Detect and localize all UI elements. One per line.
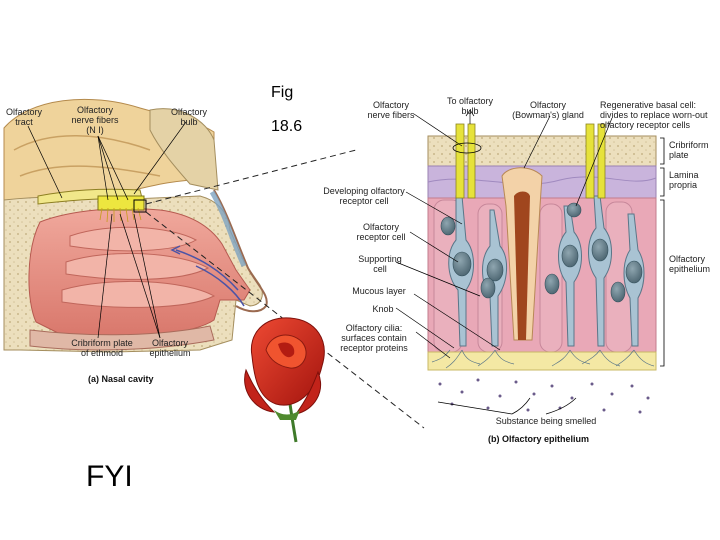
label-olfactory-bulb: Olfactory bulb bbox=[170, 107, 207, 127]
label-bowmans-gland: Olfactory (Bowman's) gland bbox=[512, 100, 584, 120]
label-mucous-layer: Mucous layer bbox=[352, 286, 406, 296]
label-lamina-propria: Lamina propria bbox=[669, 170, 699, 190]
label-cribriform-plate: Cribriform plate bbox=[669, 140, 709, 160]
label-olfactory-nerve-fibers-b: Olfactory nerve fibers bbox=[367, 100, 415, 120]
fyi-label: FYI bbox=[86, 460, 133, 493]
caption-olfactory-epithelium: (b) Olfactory epithelium bbox=[488, 434, 590, 444]
figure-number: 18.6 bbox=[271, 118, 303, 135]
zoom-connector-lines bbox=[145, 149, 425, 429]
label-supporting-cell: Supporting cell bbox=[358, 254, 402, 274]
label-substance-smelled: Substance being smelled bbox=[495, 416, 597, 426]
label-regenerative-basal-cell: Regenerative basal cell: divides to repl… bbox=[600, 100, 708, 130]
caption-nasal-cavity: (a) Nasal cavity bbox=[88, 374, 154, 384]
figure-label: Fig bbox=[271, 84, 294, 101]
label-developing-receptor-cell: Developing olfactory receptor cell bbox=[323, 186, 405, 206]
label-olfactory-epithelium-b: Olfactory epithelium bbox=[669, 254, 711, 274]
label-olfactory-tract: Olfactory tract bbox=[5, 107, 42, 127]
label-to-olfactory-bulb: To olfactory bulb bbox=[446, 96, 494, 116]
label-cribriform-plate-ethmoid: Cribriform plate of ethmoid bbox=[71, 338, 133, 358]
label-olfactory-cilia: Olfactory cilia: surfaces contain recept… bbox=[340, 323, 408, 353]
label-olfactory-epithelium-a: Olfactory epithelium bbox=[149, 338, 191, 358]
label-olfactory-receptor-cell: Olfactory receptor cell bbox=[356, 222, 406, 242]
nasal-cavity-illustration bbox=[3, 98, 268, 353]
label-knob: Knob bbox=[372, 304, 394, 314]
label-olfactory-nerve-fibers-a: Olfactory nerve fibers (N I) bbox=[71, 105, 119, 135]
olfactory-epithelium-illustration bbox=[395, 109, 665, 415]
rose-illustration bbox=[244, 317, 325, 443]
